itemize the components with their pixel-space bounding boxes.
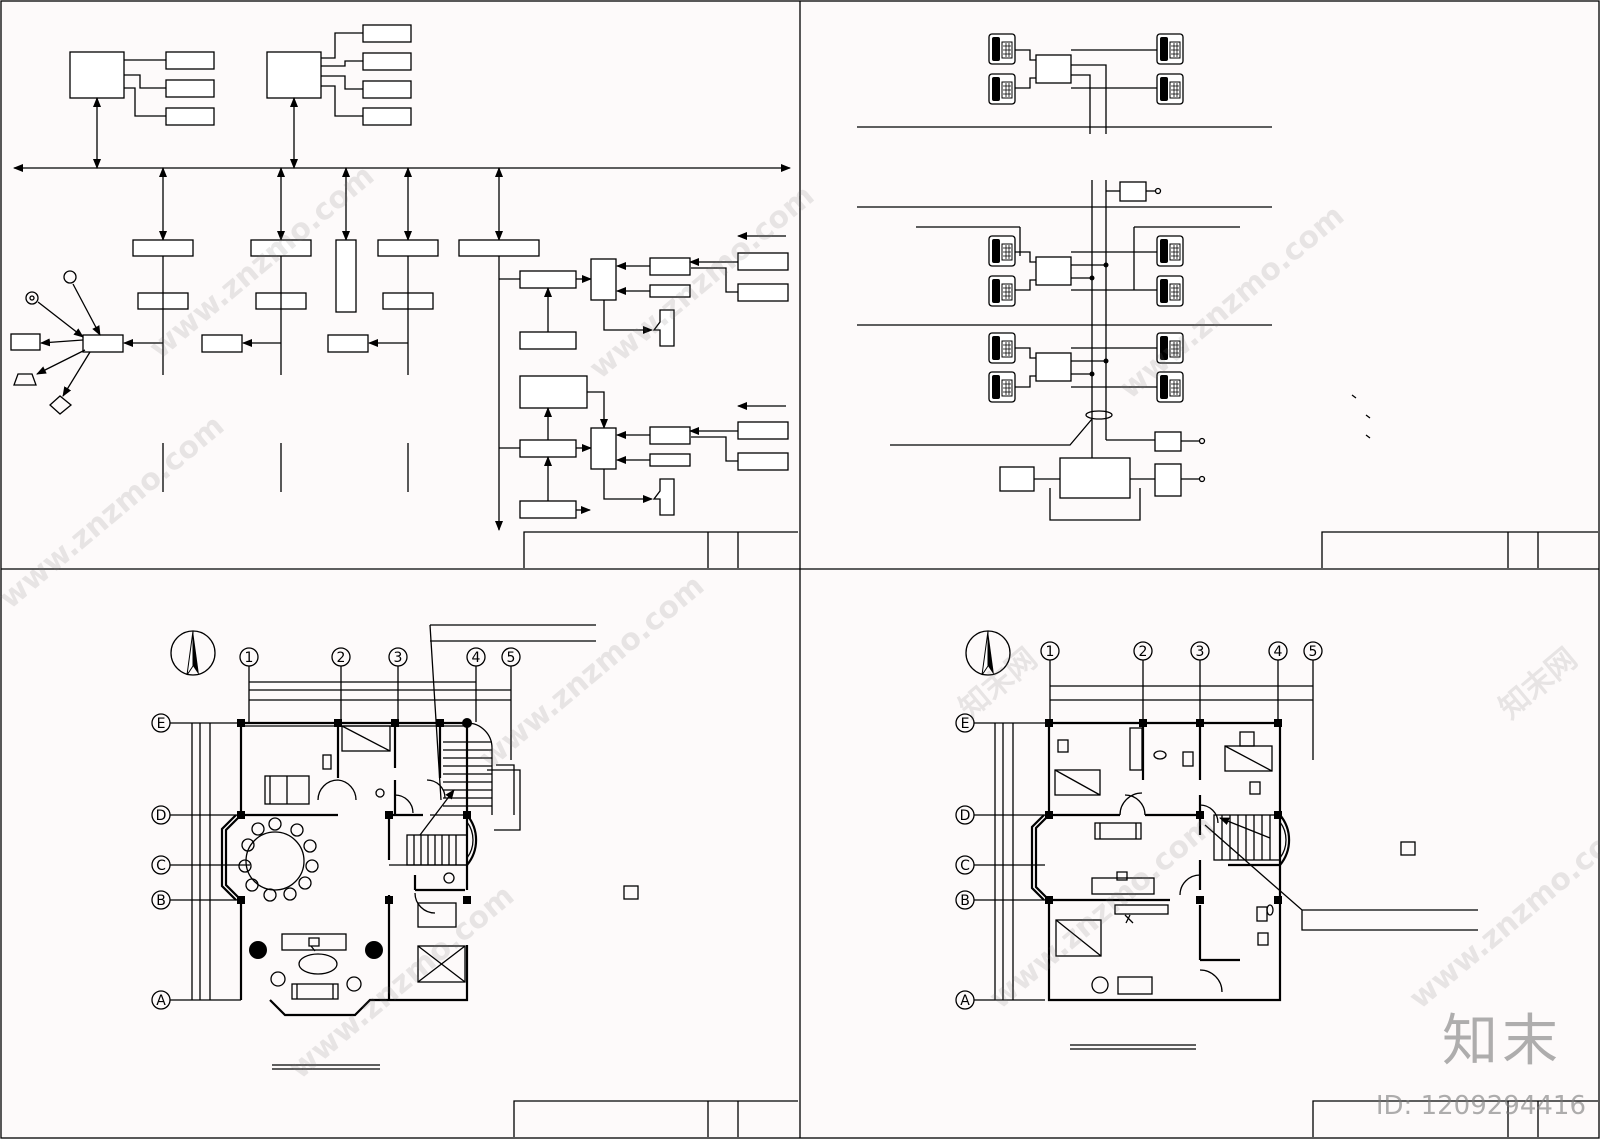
axis-label: C — [156, 858, 166, 874]
dining-table — [238, 817, 319, 902]
watermark-text: www.znzmo.com — [1113, 198, 1351, 406]
axis-grid-top: 1 2 3 4 5 — [239, 647, 521, 760]
axis-label: 3 — [394, 650, 403, 666]
axis-label: 4 — [1274, 644, 1283, 660]
floor-plan-ground: 1 2 3 4 5 E D C B A — [151, 624, 639, 1070]
axis-grid-left: E D C B A — [955, 713, 1045, 1010]
axis-label: 1 — [1046, 644, 1055, 660]
floor-plan-upper: 1 2 3 4 5 E D C B A — [955, 630, 1478, 1050]
watermark-text: www.znzmo.com — [583, 178, 821, 386]
axis-grid-left: E D C B A — [151, 713, 250, 1010]
axis-label: E — [157, 716, 166, 732]
brand-logo-text: 知末 — [1442, 1009, 1562, 1074]
axis-label: 1 — [245, 650, 254, 666]
axis-label: B — [960, 893, 970, 909]
watermark-text: 知末网 — [1493, 641, 1584, 726]
telephone-wiring-diagram — [857, 33, 1371, 521]
watermark-text: www.znzmo.com — [1403, 808, 1600, 1016]
watermark-text: www.znzmo.com — [283, 878, 521, 1086]
axis-label: 2 — [337, 650, 346, 666]
axis-label: 3 — [1196, 644, 1205, 660]
axis-label: D — [960, 808, 971, 824]
axis-label: E — [961, 716, 970, 732]
watermark-text: www.znzmo.com — [0, 408, 231, 616]
image-id-label: ID: 1209294416 — [1375, 1091, 1586, 1121]
staircase — [406, 741, 492, 866]
watermark-text: www.znzmo.com — [473, 568, 711, 776]
axis-label: 5 — [1309, 644, 1318, 660]
axis-label: A — [960, 993, 970, 1009]
axis-label: D — [156, 808, 167, 824]
axis-label: 4 — [472, 650, 481, 666]
axis-label: B — [156, 893, 166, 909]
axis-label: C — [960, 858, 970, 874]
system-block-diagram — [10, 24, 791, 531]
axis-label: 5 — [507, 650, 516, 666]
axis-label: A — [156, 993, 166, 1009]
axis-grid-top: 1 2 3 4 5 — [1040, 641, 1323, 760]
axis-label: 2 — [1139, 644, 1148, 660]
